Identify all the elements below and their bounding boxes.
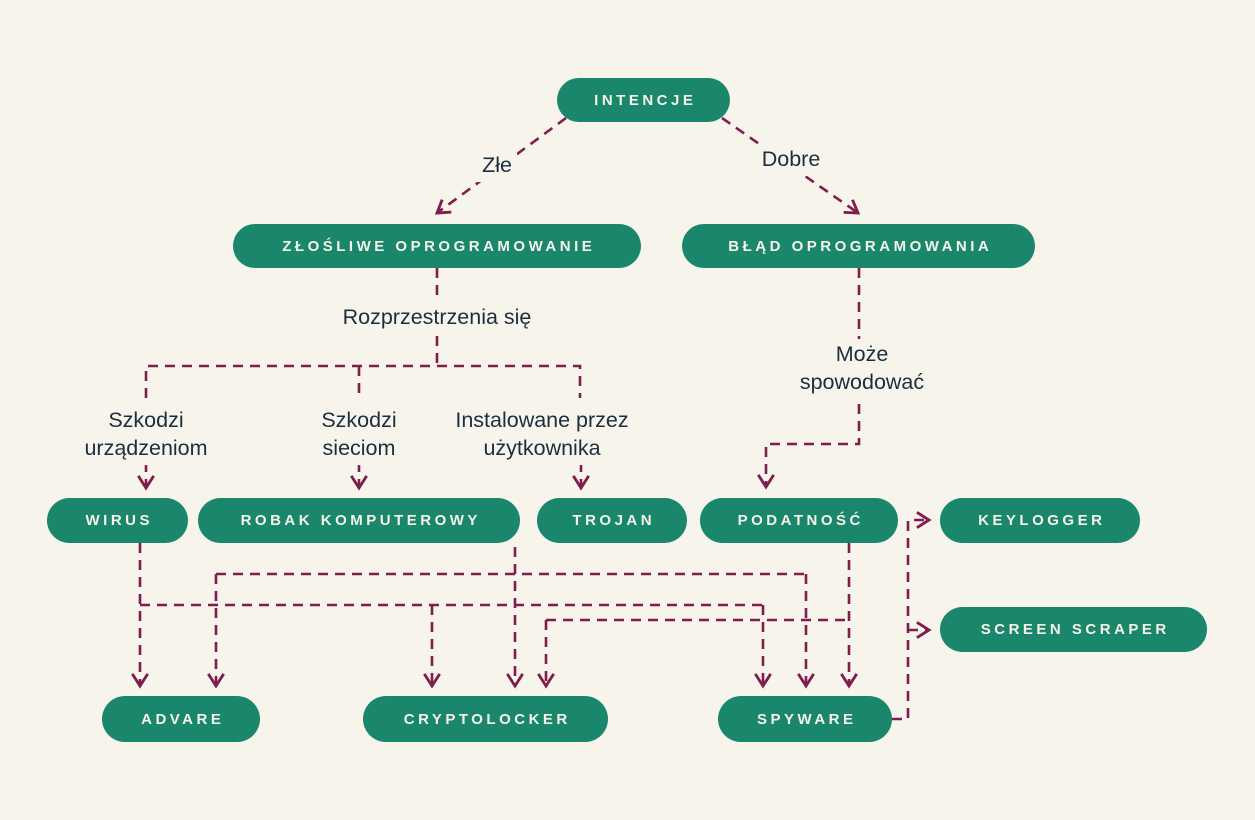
- node-cryptolocker: CRYPTOLOCKER: [363, 696, 608, 742]
- node-podatnosc: PODATNOŚĆ: [700, 498, 898, 543]
- node-keylogger: KEYLOGGER: [940, 498, 1140, 543]
- edge-spyware-keylogger: [892, 511, 932, 721]
- node-intencje: INTENCJE: [557, 78, 730, 122]
- node-spyware: SPYWARE: [718, 696, 892, 742]
- node-robak-komputerowy: ROBAK KOMPUTEROWY: [198, 498, 520, 543]
- edge-label-instalowane-przez-uzytkownika: Instalowane przez użytkownika: [439, 405, 645, 465]
- edge-label-szkodzi-urzadzeniom: Szkodzi urządzeniom: [76, 405, 216, 465]
- edge-label-rozprzestrzenia-sie: Rozprzestrzenia się: [334, 302, 540, 334]
- edge-label-zle: Złe: [477, 150, 517, 182]
- node-screen-scraper: SCREEN SCRAPER: [940, 607, 1207, 652]
- edge-intencje-blad: [721, 116, 861, 215]
- edge-label-dobre: Dobre: [756, 144, 826, 176]
- node-blad-oprogramowania: BŁĄD OPROGRAMOWANIA: [682, 224, 1035, 268]
- node-advare: ADVARE: [102, 696, 260, 742]
- node-wirus: WIRUS: [47, 498, 188, 543]
- edge-split-bar: [144, 364, 582, 398]
- edge-label-moze-spowodowac: Może spowodować: [789, 339, 935, 399]
- node-zlosliwe-oprogramowanie: ZŁOŚLIWE OPROGRAMOWANIE: [233, 224, 641, 268]
- edge-label-szkodzi-sieciom: Szkodzi sieciom: [309, 405, 409, 465]
- edge-intencje-zlosliwe: [434, 116, 567, 215]
- node-trojan: TROJAN: [537, 498, 687, 543]
